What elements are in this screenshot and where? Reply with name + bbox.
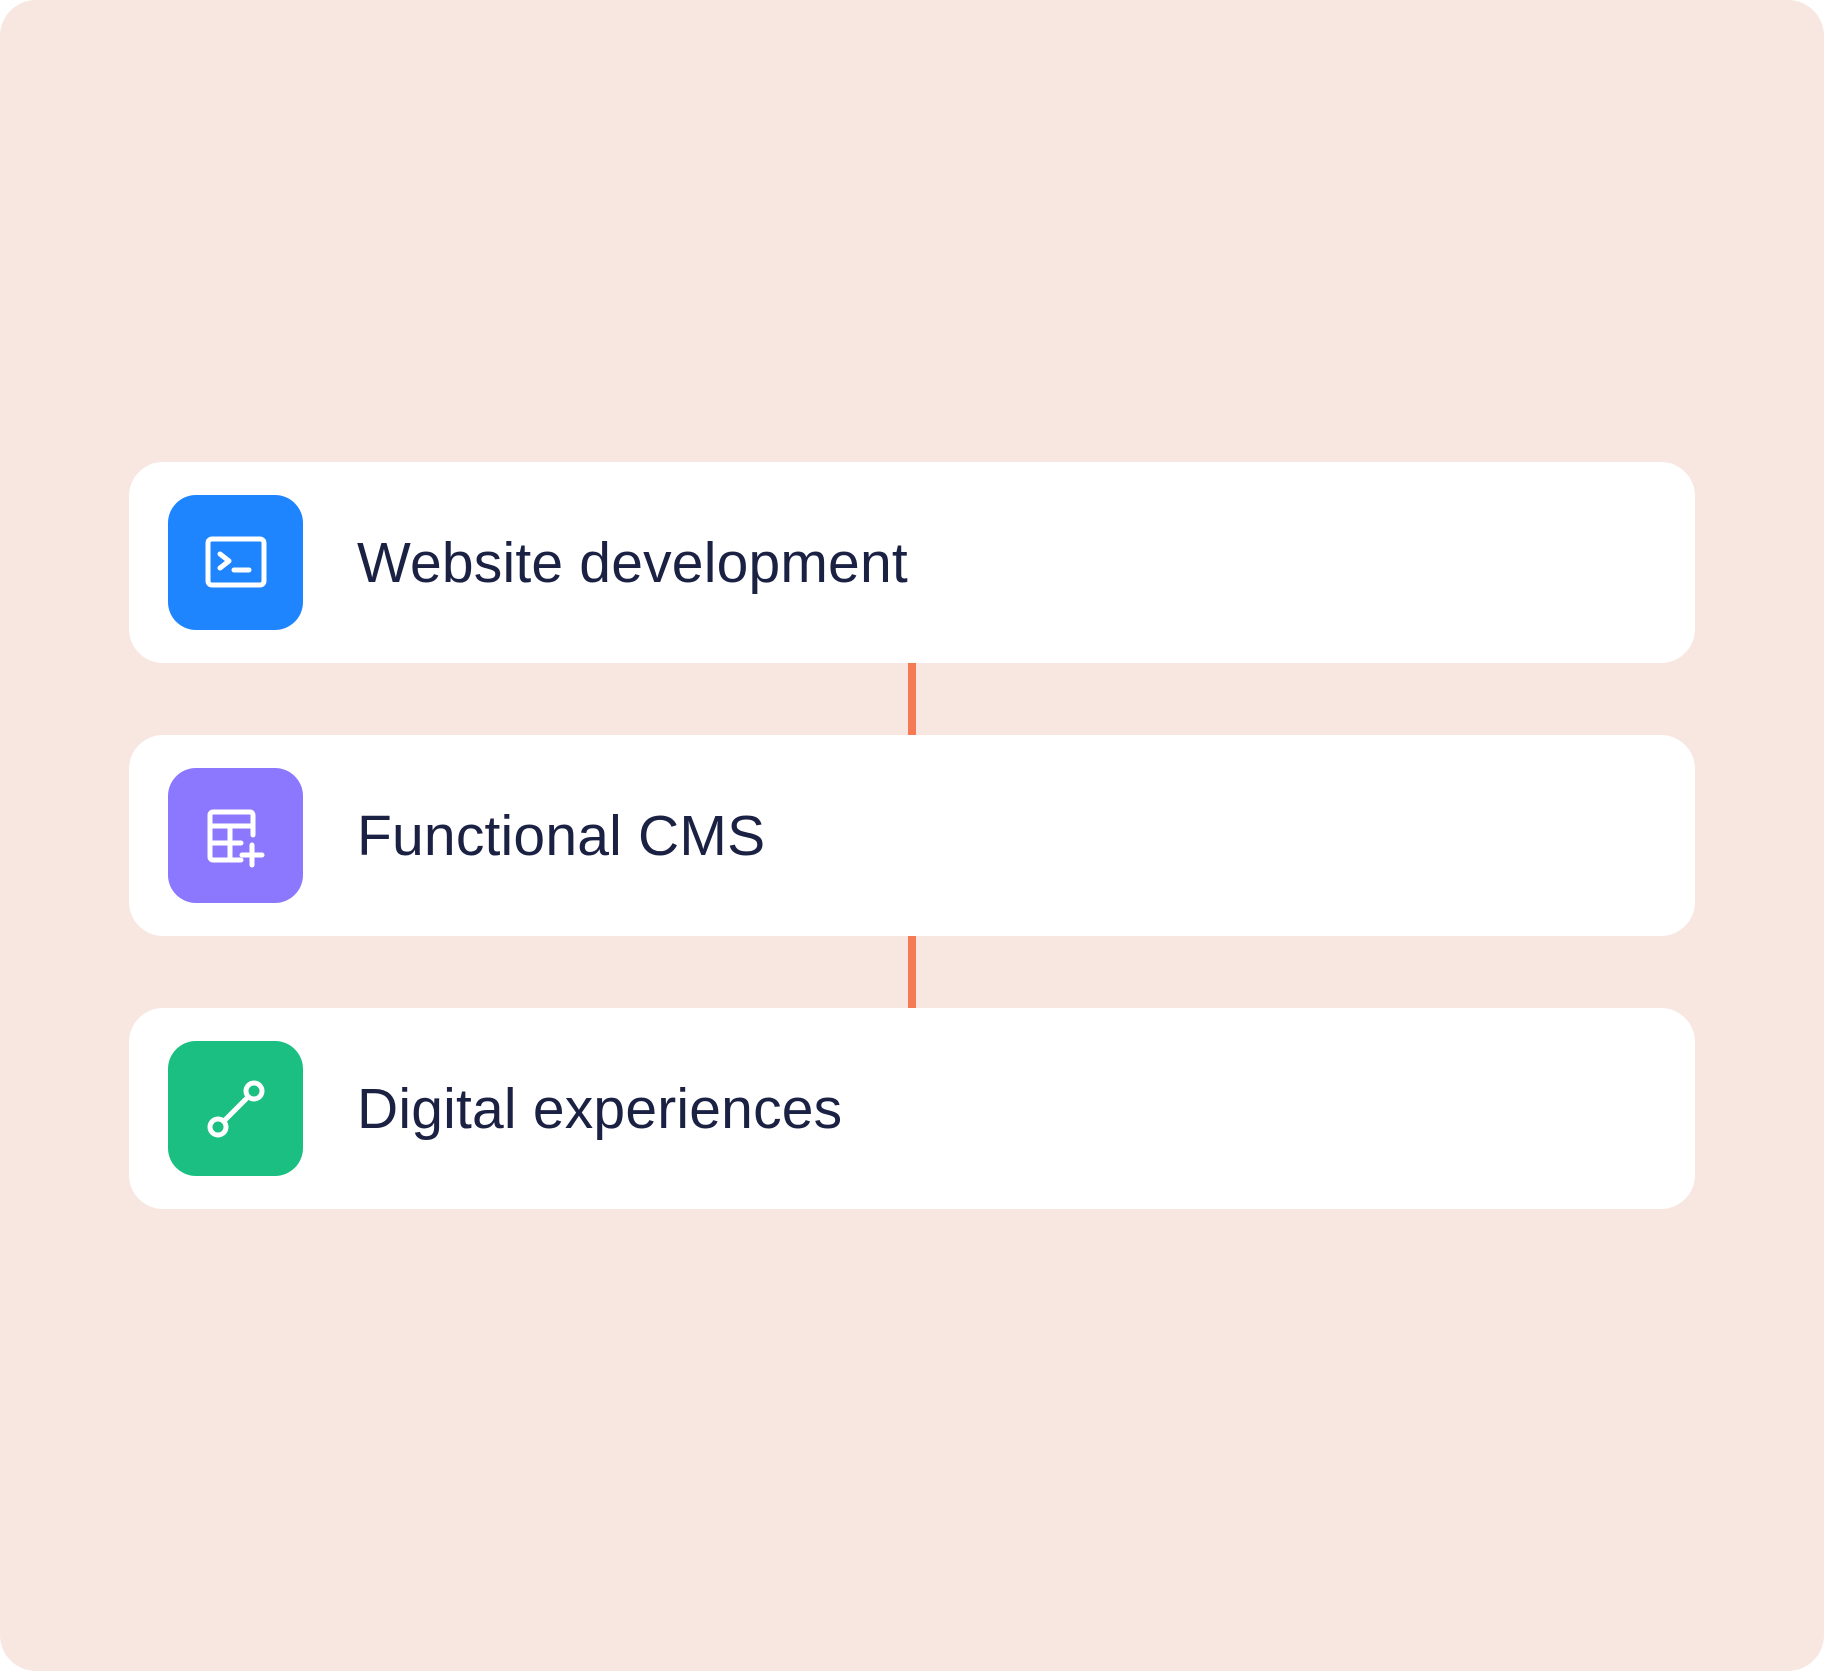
step-icon-tile — [168, 768, 303, 903]
step-icon-tile — [168, 495, 303, 630]
step-label: Digital experiences — [357, 1076, 843, 1141]
step-card-functional-cms: Functional CMS — [129, 735, 1695, 936]
connection-path-icon — [207, 1080, 264, 1137]
connector-line — [908, 935, 916, 1009]
step-label: Functional CMS — [357, 803, 766, 868]
table-add-icon — [207, 809, 264, 867]
step-card-website-development: Website development — [129, 462, 1695, 663]
step-label: Website development — [357, 530, 908, 595]
connector-line — [908, 662, 916, 736]
terminal-icon — [205, 536, 266, 587]
step-icon-tile — [168, 1041, 303, 1176]
step-card-digital-experiences: Digital experiences — [129, 1008, 1695, 1209]
